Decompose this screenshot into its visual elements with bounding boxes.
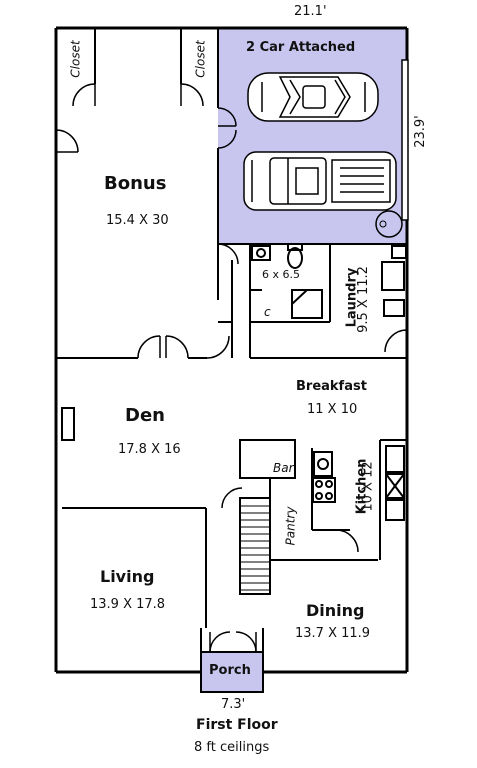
den-label: Den xyxy=(125,405,165,426)
interior-walls xyxy=(56,28,407,652)
living-label: Living xyxy=(100,567,155,586)
truck-car-icon xyxy=(243,151,397,211)
bath-size: 6 x 6.5 xyxy=(262,268,300,281)
bonus-label: Bonus xyxy=(104,173,167,194)
dining-label: Dining xyxy=(306,601,365,620)
dining-size: 13.7 X 11.9 xyxy=(295,626,371,641)
water-heater xyxy=(375,210,403,238)
bonus-size: 15.4 X 30 xyxy=(106,213,169,228)
breakfast-size: 11 X 10 xyxy=(307,402,358,417)
garage-label: 2 Car Attached xyxy=(246,40,356,55)
bottom-dimension-label: 7.3' xyxy=(221,697,246,712)
ceiling-note: 8 ft ceilings xyxy=(194,740,270,755)
breakfast-label: Breakfast xyxy=(296,379,367,394)
closet-right-label: Closet xyxy=(193,40,208,78)
garage-door-track xyxy=(401,59,409,221)
laundry-size: 9.5 X 11.2 xyxy=(355,266,371,333)
pantry-label: Pantry xyxy=(283,506,298,546)
sedan-car-icon xyxy=(247,72,379,122)
living-size: 13.9 X 17.8 xyxy=(90,597,166,612)
porch-label: Porch xyxy=(209,663,251,678)
kitchen-size: 10 X 12 xyxy=(360,461,376,512)
top-dimension-label: 21.1' xyxy=(294,4,327,19)
door-swings xyxy=(55,83,408,653)
garage-fill xyxy=(218,28,407,244)
bar-label: Bar xyxy=(273,461,294,475)
den-size: 17.8 X 16 xyxy=(118,442,181,457)
floor-title: First Floor xyxy=(196,717,278,733)
stair-treads xyxy=(240,505,270,591)
right-dimension-label: 23.9' xyxy=(412,115,428,148)
closet-letter: c xyxy=(264,305,271,319)
closet-left-label: Closet xyxy=(68,40,83,78)
